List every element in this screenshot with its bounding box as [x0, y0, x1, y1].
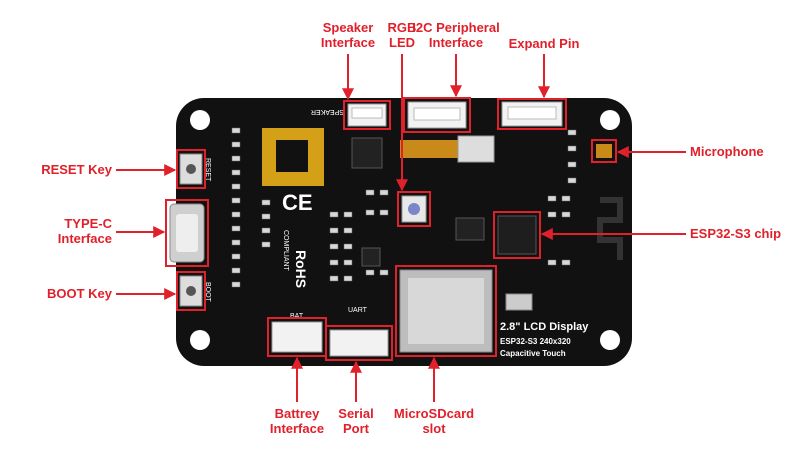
highlight-expand [497, 98, 567, 130]
label-rgb-led: RGB LED [387, 20, 417, 50]
highlight-boot [176, 271, 206, 311]
highlight-typec [165, 199, 209, 267]
crystal [505, 293, 533, 311]
display-touch: Capacitive Touch [500, 349, 566, 358]
highlight-reset [176, 149, 206, 189]
mount-hole [190, 330, 210, 350]
reset-silk: RESET [204, 158, 211, 182]
regulator-ic [455, 217, 485, 241]
label-microsd-slot: MicroSDcard slot [393, 406, 475, 436]
highlight-esp32 [493, 211, 541, 259]
label-typec-interface: TYPE-C Interface [57, 216, 112, 246]
highlight-i2c [403, 97, 471, 133]
label-boot-key: BOOT Key [46, 286, 112, 301]
highlight-rgb-led [397, 191, 431, 227]
label-battery-interface: Battrey Interface [269, 406, 325, 436]
uart-silk: UART [348, 307, 368, 314]
highlight-boxes [165, 97, 617, 361]
battery-connector [271, 321, 323, 353]
label-reset-key: RESET Key [41, 162, 112, 177]
esp32-s3-chip [497, 215, 537, 255]
display-model: ESP32-S3 240x320 [500, 337, 571, 346]
rohs-compliant: COMPLIANT [282, 230, 289, 272]
callout-arrows [116, 54, 686, 402]
ce-mark: CE [282, 190, 313, 215]
small-ic [351, 137, 383, 169]
rohs-mark: RoHS [293, 250, 309, 288]
display-title: 2.8" LCD Display [500, 321, 589, 333]
label-serial-port: Serial Port [338, 406, 374, 436]
small-ic [361, 247, 381, 267]
mount-hole [190, 110, 210, 130]
antenna [597, 197, 623, 260]
passive-components [231, 127, 577, 288]
mount-hole [600, 330, 620, 350]
uart-connector [329, 329, 389, 357]
boot-silk: BOOT [204, 282, 211, 303]
highlight-sd [395, 265, 497, 357]
label-speaker-interface: Speaker Interface [320, 20, 376, 50]
label-i2c-interface: I2C Peripheral Interface [412, 20, 500, 50]
label-esp32-chip: ESP32-S3 chip [690, 226, 782, 241]
label-microphone: Microphone [690, 144, 764, 159]
label-expand-pin: Expand Pin [508, 36, 580, 51]
mount-hole [600, 110, 620, 130]
highlight-microphone [591, 139, 617, 163]
speaker-silk: SPEAKER [311, 108, 344, 115]
bat-silk: BAT [290, 313, 304, 320]
highlight-serial [325, 325, 393, 361]
microphone-part [596, 144, 612, 158]
highlight-speaker [343, 100, 391, 130]
